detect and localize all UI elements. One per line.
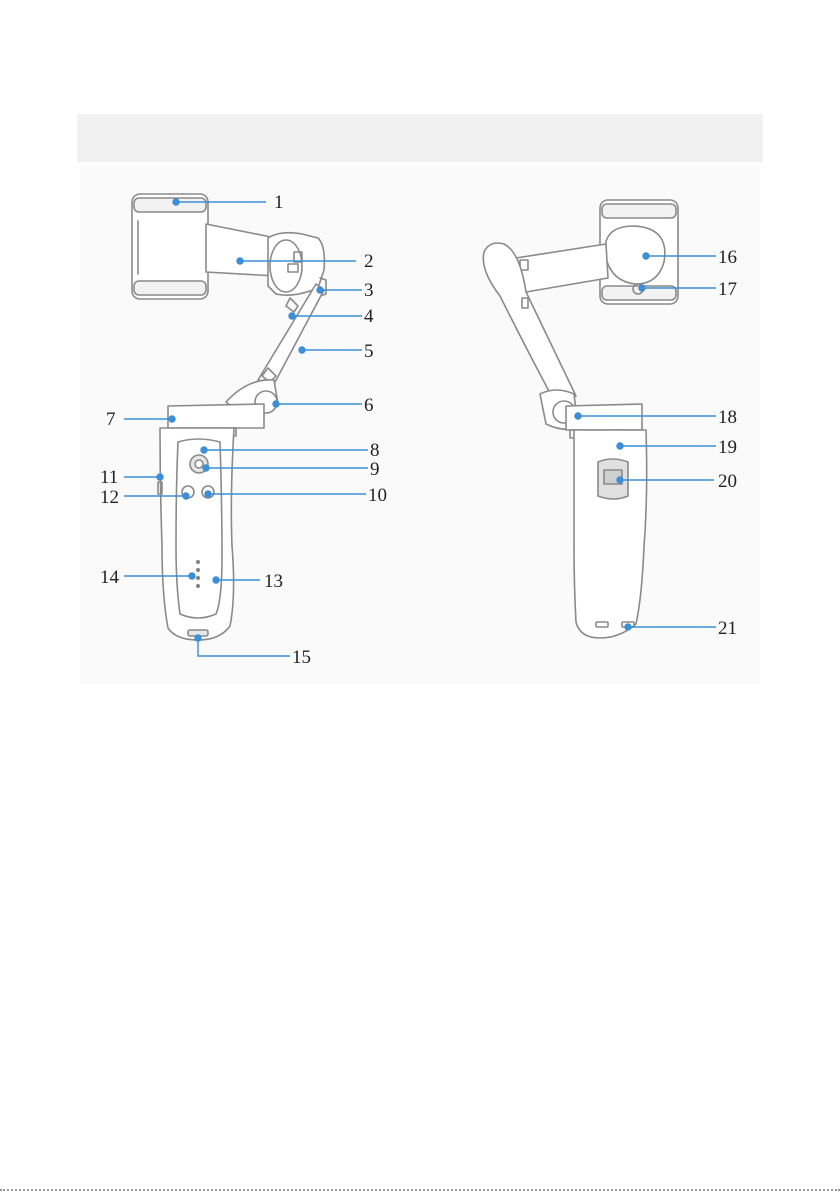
callout-2: 2 (364, 251, 374, 272)
callout-9: 9 (370, 459, 380, 480)
callout-10: 10 (368, 485, 387, 506)
callout-19: 19 (718, 437, 737, 458)
callout-15: 15 (292, 647, 311, 668)
callout-4: 4 (364, 306, 374, 327)
callout-12: 12 (100, 487, 119, 508)
header-bar (77, 114, 763, 162)
callout-13: 13 (264, 571, 283, 592)
back-view (483, 200, 678, 638)
callout-16: 16 (718, 247, 737, 268)
gimbal-diagram: 1 2 3 4 5 6 7 8 9 10 11 12 13 14 15 16 1… (80, 166, 760, 684)
callout-5: 5 (364, 341, 374, 362)
callout-3: 3 (364, 280, 374, 301)
callout-11: 11 (100, 467, 118, 488)
callout-1: 1 (274, 192, 284, 213)
callout-14: 14 (100, 567, 120, 588)
callout-20: 20 (718, 471, 737, 492)
callout-17: 17 (718, 279, 737, 300)
bottom-rule (0, 1189, 840, 1191)
callout-18: 18 (718, 407, 737, 428)
callout-8: 8 (370, 440, 380, 461)
roll-motor-back (605, 226, 665, 284)
callout-21: 21 (718, 618, 737, 639)
callout-6: 6 (364, 395, 374, 416)
callout-7: 7 (106, 409, 116, 430)
